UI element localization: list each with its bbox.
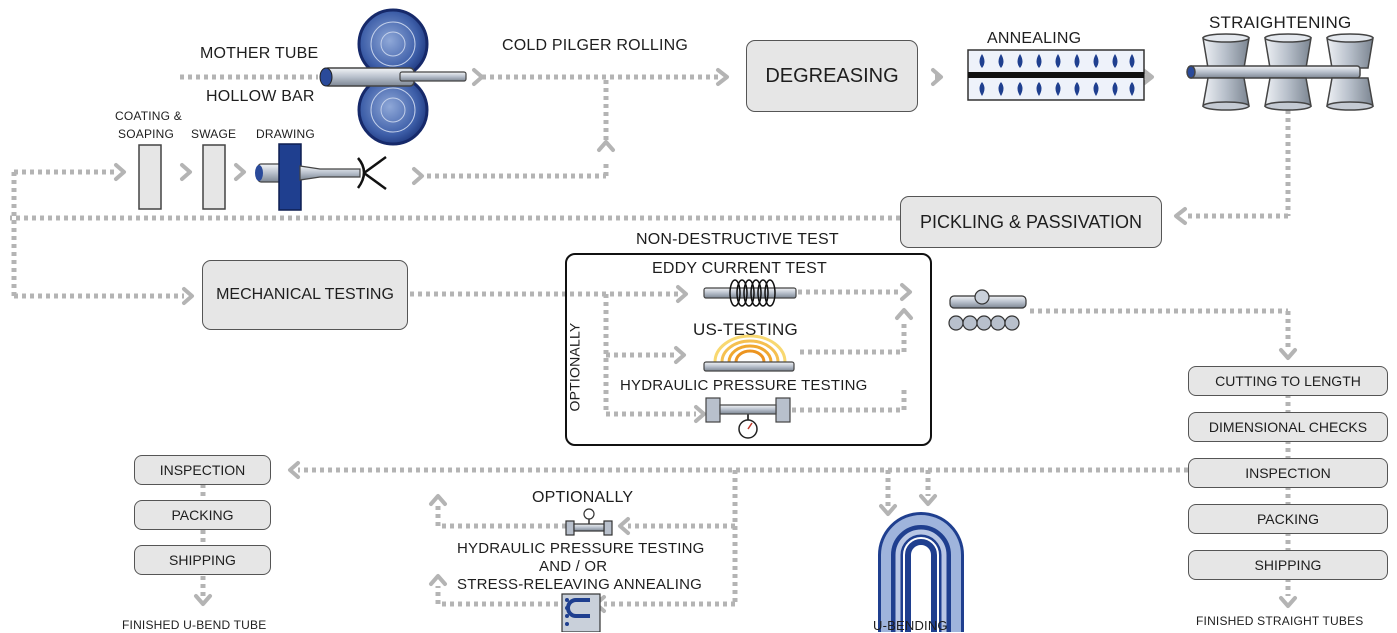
- stress-relief-furnace-icon: [561, 593, 601, 632]
- ubend-step-text: SHIPPING: [169, 552, 236, 568]
- drawing-label: DRAWING: [256, 127, 315, 141]
- ubend-opt-line3: STRESS-RELEAVING ANNEALING: [457, 576, 702, 593]
- straight-step-shipping: SHIPPING: [1188, 550, 1388, 580]
- straightening-rolls-icon: [1186, 33, 1374, 111]
- finished-straight-label: FINISHED STRAIGHT TUBES: [1196, 614, 1364, 628]
- ubend-step-inspection: INSPECTION: [134, 455, 271, 485]
- ubend-optionally-label: OPTIONALLY: [532, 489, 634, 506]
- straight-step-text: CUTTING TO LENGTH: [1215, 373, 1361, 389]
- mechanical-testing-box: MECHANICAL TESTING: [202, 260, 408, 330]
- pickling-box: PICKLING & PASSIVATION: [900, 196, 1162, 248]
- finished-ubend-label: FINISHED U-BEND TUBE: [122, 618, 267, 632]
- ubend-step-packing: PACKING: [134, 500, 271, 530]
- pilger-rolls-icon: [319, 8, 467, 146]
- straight-step-packing: PACKING: [1188, 504, 1388, 534]
- pressure-gauge-test-icon: [705, 397, 791, 439]
- ubend-step-text: INSPECTION: [159, 462, 246, 478]
- cold-pilger-label: COLD PILGER ROLLING: [502, 37, 689, 54]
- ubend-opt-line2: AND / OR: [539, 558, 608, 575]
- drawing-die-icon: [255, 143, 387, 211]
- annealing-furnace-icon: [967, 49, 1145, 101]
- coating-block-icon: [138, 144, 162, 210]
- mother-tube-label: MOTHER TUBE: [200, 45, 319, 62]
- straightening-label: STRAIGHTENING: [1209, 13, 1352, 32]
- ndt-frame: [565, 253, 932, 446]
- swage-label: SWAGE: [191, 127, 237, 141]
- hollow-bar-label: HOLLOW BAR: [206, 88, 315, 105]
- u-bending-label: U-BENDING: [873, 618, 948, 633]
- mechanical-text: MECHANICAL TESTING: [216, 286, 394, 303]
- eddy-coil-icon: [703, 279, 797, 307]
- optionally-vertical-label: OPTIONALLY: [566, 322, 583, 412]
- eddy-current-label: EDDY CURRENT TEST: [652, 260, 827, 277]
- straight-step-inspection: INSPECTION: [1188, 458, 1388, 488]
- pickling-text: PICKLING & PASSIVATION: [919, 211, 1143, 232]
- hydraulic-ndt-label: HYDRAULIC PRESSURE TESTING: [620, 377, 868, 394]
- ultrasonic-waves-icon: [703, 334, 795, 372]
- straight-step-text: INSPECTION: [1245, 465, 1331, 481]
- straight-step-text: SHIPPING: [1254, 557, 1322, 573]
- annealing-label: ANNEALING: [987, 30, 1082, 47]
- swage-block-icon: [202, 144, 226, 210]
- u-bent-tube-icon: [878, 512, 964, 632]
- ubend-step-shipping: SHIPPING: [134, 545, 271, 575]
- straight-step-cutting: CUTTING TO LENGTH: [1188, 366, 1388, 396]
- flow-lines: [10, 74, 1291, 607]
- tube-bundle-icon: [948, 289, 1027, 331]
- straight-step-text: DIMENSIONAL CHECKS: [1208, 419, 1368, 435]
- ubend-opt-line1: HYDRAULIC PRESSURE TESTING: [457, 540, 705, 557]
- coating-label-1: COATING &: [115, 109, 182, 123]
- straight-step-text: PACKING: [1257, 511, 1319, 527]
- degreasing-text: DEGREASING: [765, 64, 899, 87]
- ubend-step-text: PACKING: [171, 507, 234, 523]
- us-testing-label: US-TESTING: [693, 320, 798, 339]
- ndt-title: NON-DESTRUCTIVE TEST: [636, 231, 839, 248]
- flow-arrowheads: [114, 68, 1297, 613]
- degreasing-box: DEGREASING: [746, 40, 918, 112]
- small-pressure-test-icon: [565, 508, 613, 536]
- straight-step-dimensional: DIMENSIONAL CHECKS: [1188, 412, 1388, 442]
- coating-label-2: SOAPING: [118, 127, 175, 141]
